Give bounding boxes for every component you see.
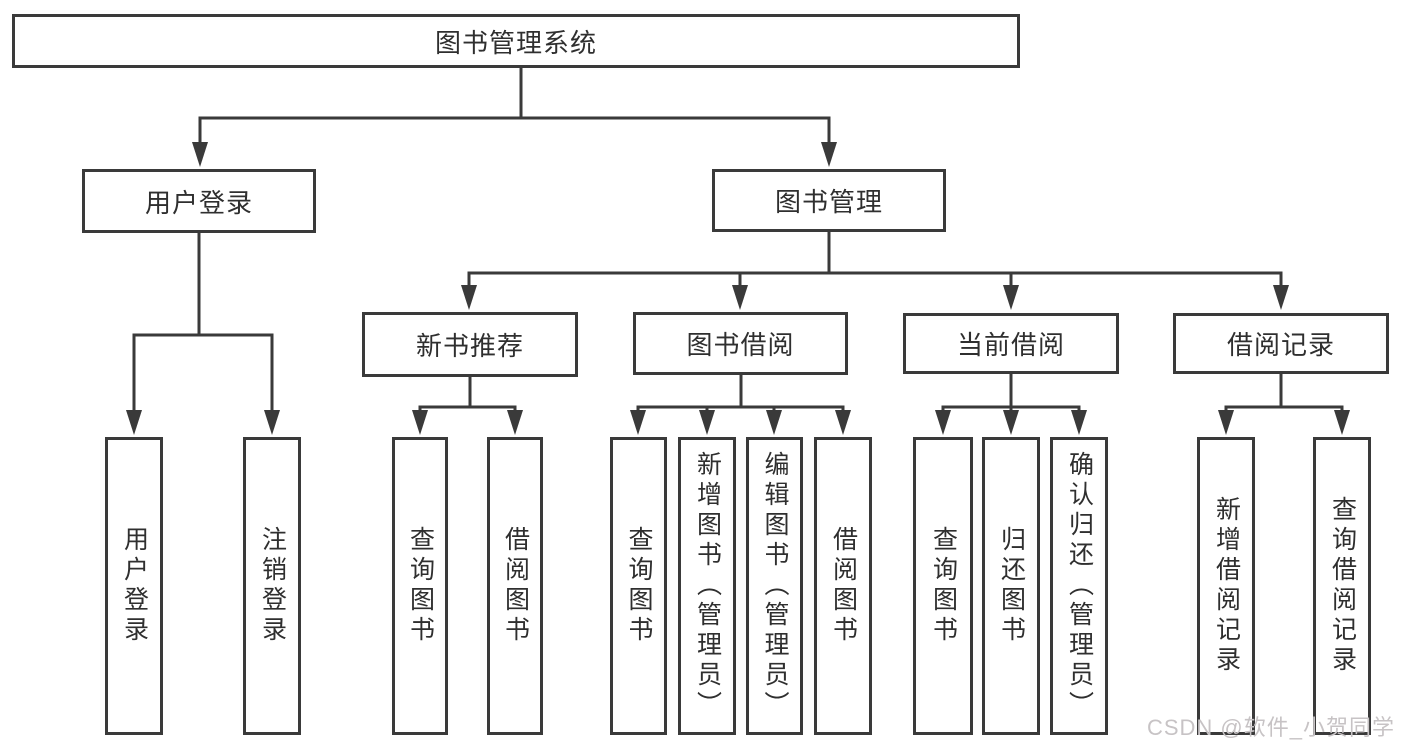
leaf-cb-query-books-label: 查询图书 <box>929 526 958 646</box>
leaf-br-query-record: 查询借阅记录 <box>1313 437 1371 735</box>
leaf-cb-return-books-label: 归还图书 <box>997 526 1026 646</box>
node-borrow-records-label: 借阅记录 <box>1226 330 1335 360</box>
leaf-br-add-record-label: 新增借阅记录 <box>1212 496 1241 676</box>
node-current-borrow: 当前借阅 <box>903 313 1119 374</box>
node-root-system-label: 图书管理系统 <box>434 27 597 58</box>
leaf-cb-return-books: 归还图书 <box>982 437 1040 735</box>
node-book-management: 图书管理 <box>712 169 946 232</box>
node-borrow-records: 借阅记录 <box>1173 313 1389 374</box>
leaf-user-login-label: 用户登录 <box>120 526 149 646</box>
leaf-br-add-record: 新增借阅记录 <box>1197 437 1255 735</box>
leaf-bb-query-books: 查询图书 <box>610 437 667 735</box>
leaf-cb-confirm-return-admin: 确认归还（管理员） <box>1050 437 1108 735</box>
leaf-bb-add-books-admin: 新增图书（管理员） <box>678 437 736 735</box>
leaf-logout-label: 注销登录 <box>258 526 287 646</box>
csdn-watermark: CSDN @软件_小贺同学 <box>1146 715 1395 740</box>
node-book-borrow-label: 图书借阅 <box>686 330 795 360</box>
node-new-book-recommend: 新书推荐 <box>362 312 578 377</box>
leaf-bb-query-books-label: 查询图书 <box>625 526 653 646</box>
node-new-book-recommend-label: 新书推荐 <box>415 331 524 361</box>
leaf-user-login: 用户登录 <box>105 437 163 735</box>
leaf-bb-borrow-books-label: 借阅图书 <box>829 526 858 646</box>
leaf-br-query-record-label: 查询借阅记录 <box>1328 496 1357 676</box>
node-book-management-label: 图书管理 <box>774 187 883 217</box>
leaf-bb-edit-books-admin-label: 编辑图书（管理员） <box>761 451 789 721</box>
leaf-nbr-query-books-label: 查询图书 <box>406 526 435 646</box>
leaf-nbr-borrow-books: 借阅图书 <box>487 437 543 735</box>
leaf-nbr-borrow-books-label: 借阅图书 <box>501 526 530 646</box>
leaf-bb-add-books-admin-label: 新增图书（管理员） <box>693 451 722 721</box>
leaf-cb-query-books: 查询图书 <box>913 437 973 735</box>
node-root-system: 图书管理系统 <box>12 14 1020 68</box>
leaf-cb-confirm-return-admin-label: 确认归还（管理员） <box>1065 451 1094 721</box>
node-book-borrow: 图书借阅 <box>633 312 848 375</box>
node-current-borrow-label: 当前借阅 <box>956 330 1065 360</box>
node-user-login: 用户登录 <box>82 169 316 233</box>
leaf-bb-edit-books-admin: 编辑图书（管理员） <box>746 437 803 735</box>
leaf-bb-borrow-books: 借阅图书 <box>814 437 872 735</box>
leaf-logout: 注销登录 <box>243 437 301 735</box>
node-user-login-label: 用户登录 <box>144 187 253 218</box>
leaf-nbr-query-books: 查询图书 <box>392 437 448 735</box>
